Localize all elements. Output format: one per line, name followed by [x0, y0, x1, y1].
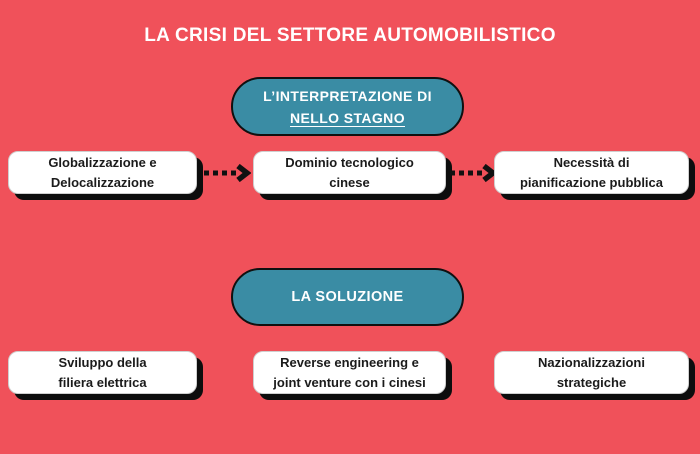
- node-globalizzazione-line2: Delocalizzazione: [50, 174, 155, 190]
- page-title: LA CRISI DEL SETTORE AUTOMOBILISTICO: [144, 25, 556, 46]
- node-pianificazione-pubblica-line1: Necessità di: [553, 154, 630, 170]
- node-nazionalizzazioni: Nazionalizzazioni strategiche: [494, 351, 689, 394]
- node-pianificazione-pubblica-line2: pianificazione pubblica: [519, 174, 664, 190]
- dotted-arrow-icon: [204, 163, 251, 183]
- node-pianificazione-pubblica: Necessità di pianificazione pubblica: [494, 151, 689, 194]
- solution-pill: LA SOLUZIONE: [231, 268, 464, 326]
- interpretation-pill: L’INTERPRETAZIONE DI NELLO STAGNO: [231, 77, 464, 136]
- node-globalizzazione: Globalizzazione e Delocalizzazione: [8, 151, 197, 194]
- node-reverse-engineering-line2: joint venture con i cinesi: [273, 374, 426, 390]
- node-nazionalizzazioni-line2: strategiche: [556, 374, 627, 390]
- node-filiera-elettrica-line1: Sviluppo della: [58, 354, 147, 370]
- interpretation-pill-line2: NELLO STAGNO: [290, 109, 405, 126]
- node-dominio-tecnologico: Dominio tecnologico cinese: [253, 151, 446, 194]
- node-globalizzazione-line1: Globalizzazione e: [48, 154, 157, 170]
- node-nazionalizzazioni-line1: Nazionalizzazioni: [538, 354, 645, 370]
- interpretation-pill-line1: L’INTERPRETAZIONE DI: [263, 87, 432, 104]
- node-reverse-engineering-line1: Reverse engineering e: [280, 354, 419, 370]
- solution-pill-label: LA SOLUZIONE: [291, 289, 404, 305]
- node-reverse-engineering: Reverse engineering e joint venture con …: [253, 351, 446, 394]
- node-dominio-tecnologico-line2: cinese: [329, 174, 370, 190]
- node-filiera-elettrica-line2: filiera elettrica: [58, 374, 147, 390]
- node-dominio-tecnologico-line1: Dominio tecnologico: [285, 154, 414, 170]
- dotted-arrow-icon: [450, 163, 497, 183]
- node-filiera-elettrica: Sviluppo della filiera elettrica: [8, 351, 197, 394]
